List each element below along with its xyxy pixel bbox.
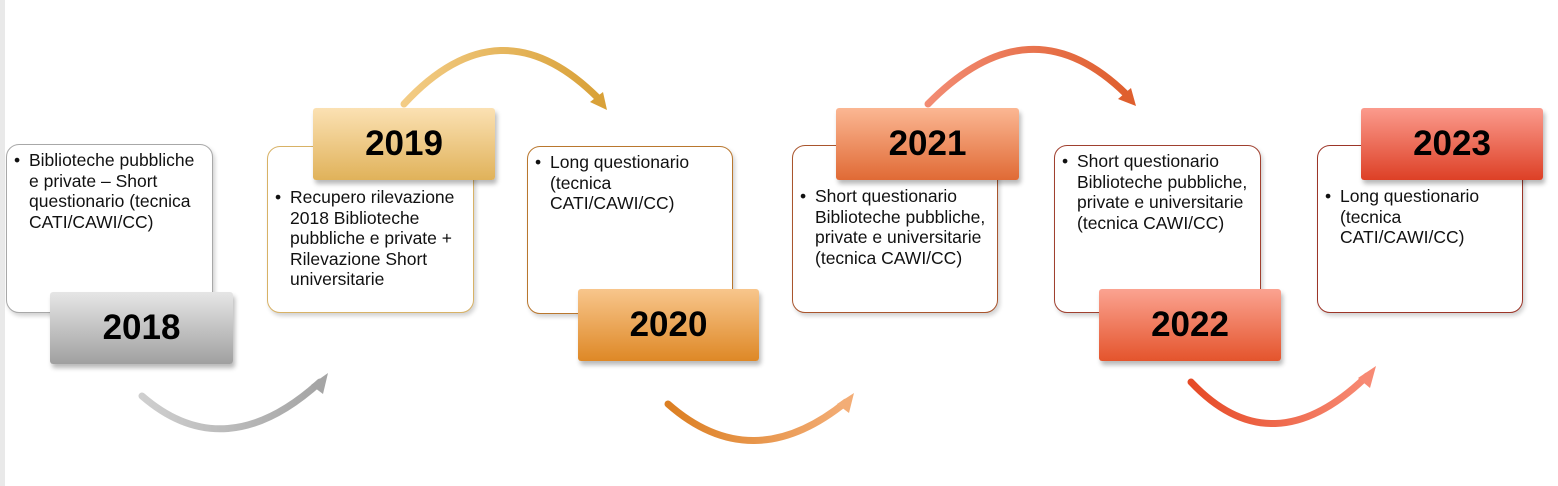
year-label-2022: 2022: [1151, 305, 1229, 344]
textbox-2019-text: Recupero rilevazione 2018 Biblioteche pu…: [290, 187, 462, 289]
year-badge-2020: 2020: [578, 289, 759, 361]
arrow-2019-2020: [400, 47, 607, 110]
textbox-2020: Long questionario (tecnica CATI/CAWI/CC): [527, 146, 733, 314]
textbox-2018: Biblioteche pubbliche e private – Short …: [6, 144, 213, 313]
year-badge-2019: 2019: [313, 108, 495, 180]
textbox-2023: Long questionario (tecnica CATI/CAWI/CC): [1317, 145, 1523, 313]
textbox-2018-text: Biblioteche pubbliche e private – Short …: [29, 150, 200, 232]
textbox-2021-text: Short questionario Biblioteche pubbliche…: [815, 186, 991, 268]
year-badge-2018: 2018: [50, 292, 233, 364]
textbox-2021-item: Short questionario Biblioteche pubbliche…: [800, 186, 991, 268]
arrow-2022-2023: [1187, 366, 1376, 427]
arrow-2021-2022: [924, 46, 1136, 108]
textbox-2022-item: Short questionario Biblioteche pubbliche…: [1062, 151, 1253, 233]
year-badge-2021: 2021: [836, 108, 1019, 180]
arrow-2018-2019: [138, 373, 328, 433]
year-badge-2022: 2022: [1099, 289, 1281, 361]
textbox-2022: Short questionario Biblioteche pubbliche…: [1054, 145, 1261, 313]
textbox-2023-text: Long questionario (tecnica CATI/CAWI/CC): [1340, 186, 1485, 247]
arrow-2020-2021: [664, 393, 854, 444]
year-label-2019: 2019: [365, 124, 443, 163]
year-label-2023: 2023: [1413, 124, 1491, 163]
textbox-2020-item: Long questionario (tecnica CATI/CAWI/CC): [535, 152, 724, 214]
textbox-2019-item: Recupero rilevazione 2018 Biblioteche pu…: [275, 187, 465, 290]
textbox-2020-text: Long questionario (tecnica CATI/CAWI/CC): [550, 152, 695, 213]
year-badge-2023: 2023: [1361, 108, 1543, 180]
year-label-2018: 2018: [102, 308, 181, 347]
year-label-2020: 2020: [629, 305, 708, 344]
year-label-2021: 2021: [888, 124, 967, 163]
left-edge-line: [0, 0, 5, 486]
textbox-2022-text: Short questionario Biblioteche pubbliche…: [1077, 151, 1253, 233]
textbox-2018-item: Biblioteche pubbliche e private – Short …: [14, 150, 204, 232]
textbox-2023-item: Long questionario (tecnica CATI/CAWI/CC): [1325, 186, 1514, 248]
